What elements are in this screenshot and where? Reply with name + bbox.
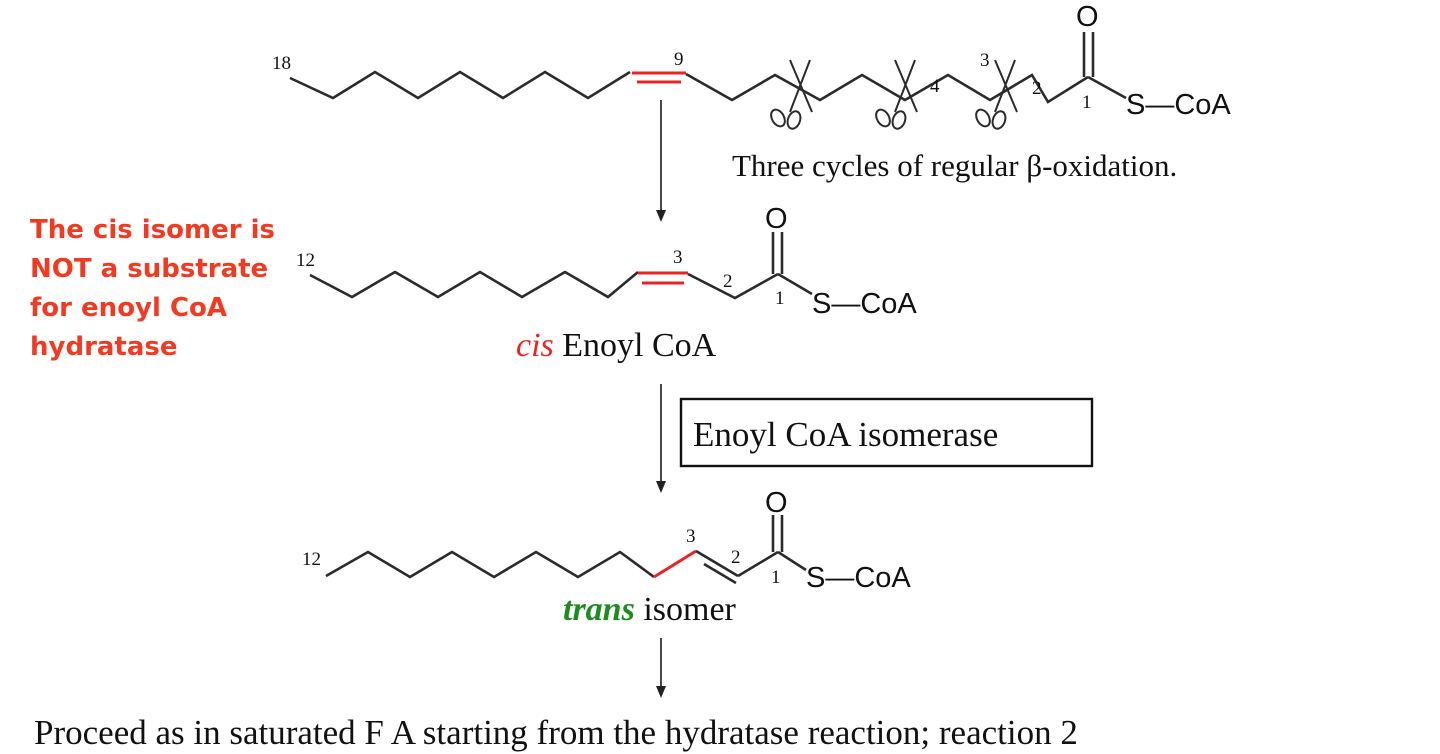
molecule-2-oxygen: O bbox=[765, 203, 788, 235]
note-line-2: NOT a substrate bbox=[30, 254, 268, 284]
scissors-icon-1 bbox=[770, 59, 813, 130]
molecule-3-coa: S—CoA bbox=[806, 562, 911, 594]
molecule-2-label-c12: 12 bbox=[296, 250, 315, 271]
molecule-1-caption: Three cycles of regular β-oxidation. bbox=[732, 148, 1177, 183]
enzyme-label: Enoyl CoA isomerase bbox=[693, 415, 998, 454]
molecule-1-label-c18: 18 bbox=[272, 53, 291, 74]
molecule-3-label-c1: 1 bbox=[771, 567, 781, 588]
molecule-3-bond-to-s bbox=[777, 550, 807, 572]
molecule-2-name-rest: Enoyl CoA bbox=[554, 327, 717, 364]
footer-text: Proceed as in saturated F A starting fro… bbox=[34, 713, 1078, 752]
molecule-1-oxygen: O bbox=[1076, 1, 1099, 33]
molecule-3-double-bond-a bbox=[695, 549, 739, 578]
molecule-3-name: trans isomer bbox=[563, 591, 737, 628]
arrow-down-icon-3 bbox=[656, 638, 666, 698]
enzyme-box: Enoyl CoA isomerase bbox=[679, 397, 1094, 468]
note-line-1: The cis isomer is bbox=[30, 215, 275, 245]
molecule-1-coa: S—CoA bbox=[1126, 89, 1231, 121]
note-line-4: hydratase bbox=[30, 332, 178, 362]
molecule-3-chain-left bbox=[325, 550, 655, 579]
molecule-2-bond-to-s bbox=[777, 272, 813, 296]
molecule-3-red-bond bbox=[653, 549, 697, 579]
molecule-1-label-c2: 2 bbox=[1032, 78, 1042, 99]
molecule-2-chain-right bbox=[687, 272, 779, 300]
molecule-3-name-rest: isomer bbox=[635, 591, 737, 628]
molecule-2-coa: S—CoA bbox=[812, 288, 917, 320]
scissors-icon-2 bbox=[875, 59, 918, 130]
molecule-2-label-c2: 2 bbox=[723, 271, 733, 292]
molecule-2: 12 3 2 1 O S—CoA cis Enoyl CoA bbox=[296, 203, 917, 364]
molecule-3-label-c3: 3 bbox=[686, 526, 696, 547]
molecule-3-name-trans: trans bbox=[563, 591, 635, 628]
scissors-icon-3 bbox=[975, 59, 1018, 130]
molecule-3-label-c2: 2 bbox=[731, 547, 741, 568]
arrow-down-icon-2 bbox=[656, 384, 666, 493]
arrow-down-icon-1 bbox=[656, 100, 666, 222]
molecule-1-label-c9: 9 bbox=[674, 49, 684, 70]
molecule-2-label-c3: 3 bbox=[673, 247, 683, 268]
molecule-1-label-c3: 3 bbox=[980, 50, 990, 71]
molecule-3-double-bond-b bbox=[703, 562, 737, 585]
molecule-3-oxygen: O bbox=[765, 487, 788, 519]
molecule-2-name: cis Enoyl CoA bbox=[516, 327, 717, 364]
molecule-1-label-c1: 1 bbox=[1082, 92, 1092, 113]
molecule-1-bond-to-s bbox=[1087, 75, 1127, 100]
molecule-2-chain-left bbox=[309, 270, 639, 299]
molecule-1-chain-left bbox=[289, 70, 631, 100]
molecule-1: 18 9 4 3 2 1 O S—CoA Three cycles of reg… bbox=[272, 1, 1231, 183]
molecule-2-name-cis: cis bbox=[516, 327, 554, 364]
note-line-3: for enoyl CoA bbox=[30, 293, 227, 323]
molecule-1-chain-right bbox=[685, 72, 1089, 104]
molecule-3-bond-c1 bbox=[737, 550, 779, 578]
molecule-1-label-c4: 4 bbox=[930, 76, 940, 97]
molecule-3-label-c12: 12 bbox=[302, 549, 321, 570]
molecule-2-label-c1: 1 bbox=[775, 288, 785, 309]
cis-substrate-note: The cis isomer is NOT a substrate for en… bbox=[30, 215, 275, 362]
molecule-3: 12 3 2 1 O S—CoA trans isomer bbox=[302, 487, 911, 628]
